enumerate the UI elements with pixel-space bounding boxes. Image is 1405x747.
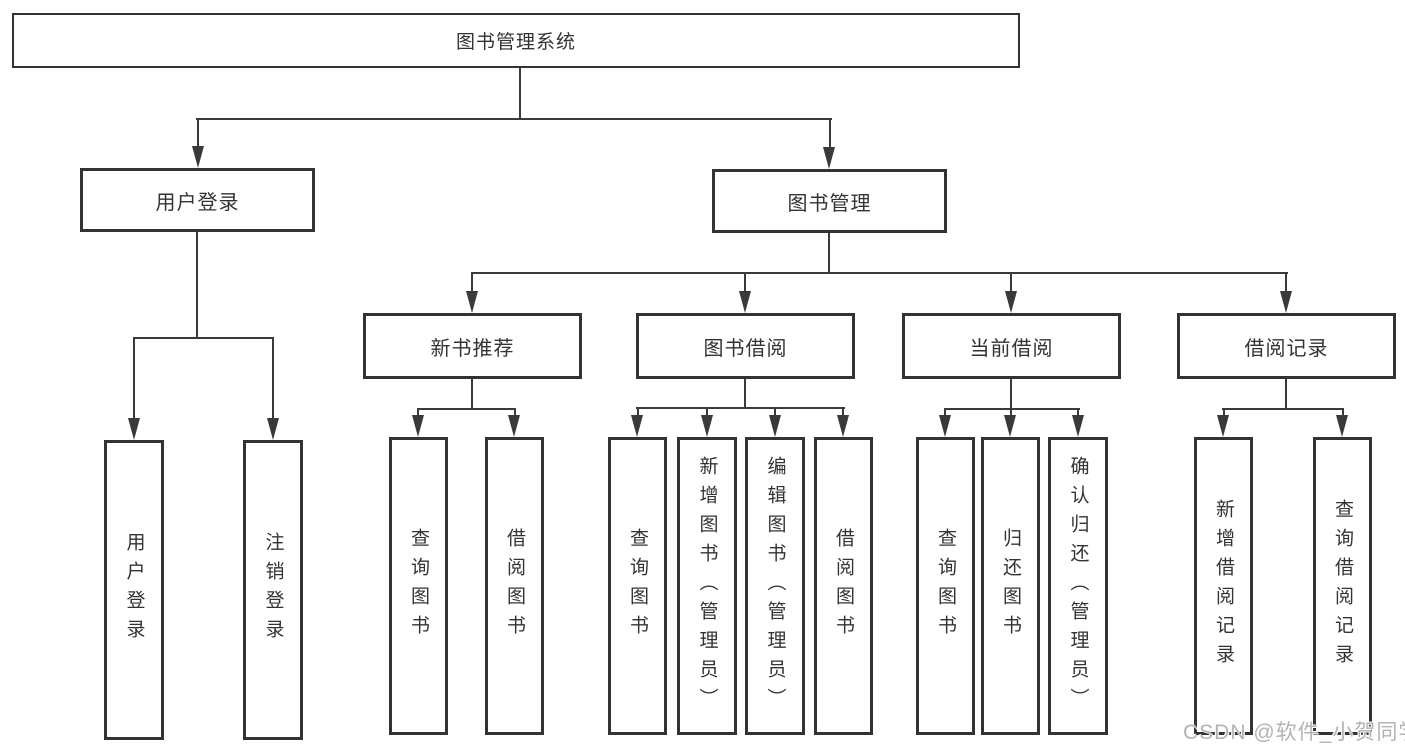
- arrow-down-icon: [769, 415, 781, 437]
- connector-line: [944, 408, 946, 418]
- node-current-borrowing: 当前借阅: [902, 313, 1121, 379]
- connector-line: [196, 118, 832, 120]
- connector-line: [637, 407, 639, 418]
- node-new-book-recommendation: 新书推荐: [363, 313, 582, 379]
- connector-line: [471, 272, 1288, 274]
- leaf-borrow-books-borrowing: 借阅图书: [814, 437, 873, 735]
- connector-line: [417, 408, 419, 418]
- connector-line: [829, 118, 831, 149]
- connector-line: [197, 118, 199, 148]
- leaf-query-books-current: 查询图书: [916, 437, 975, 735]
- connector-line: [828, 233, 830, 274]
- connector-line: [1285, 272, 1287, 293]
- leaf-add-borrow-record: 新增借阅记录: [1194, 437, 1253, 735]
- connector-line: [744, 379, 746, 409]
- arrow-down-icon: [192, 146, 204, 168]
- arrow-down-icon: [267, 418, 279, 440]
- connector-line: [133, 337, 274, 339]
- node-book-borrowing: 图书借阅: [636, 313, 855, 379]
- connector-line: [774, 407, 776, 418]
- arrow-down-icon: [823, 147, 835, 169]
- connector-line: [519, 68, 521, 120]
- connector-line: [1010, 379, 1012, 410]
- connector-line: [1010, 408, 1012, 418]
- arrow-down-icon: [128, 418, 140, 440]
- connector-line: [133, 337, 135, 420]
- leaf-logout: 注销登录: [243, 440, 303, 740]
- watermark-text: CSDN @软件_小贺同学: [1183, 721, 1405, 744]
- connector-line: [272, 337, 274, 420]
- node-borrowing-records: 借阅记录: [1177, 313, 1396, 379]
- connector-line: [471, 379, 473, 410]
- arrow-down-icon: [1336, 415, 1348, 437]
- arrow-down-icon: [412, 415, 424, 437]
- connector-line: [944, 408, 1080, 410]
- leaf-confirm-return-admin: 确认归还（管理员）: [1048, 437, 1108, 735]
- connector-line: [417, 408, 516, 410]
- connector-line: [1077, 408, 1079, 418]
- arrow-down-icon: [1005, 291, 1017, 313]
- leaf-user-login: 用户登录: [104, 440, 164, 740]
- node-user-login: 用户登录: [80, 168, 315, 232]
- arrow-down-icon: [739, 291, 751, 313]
- arrow-down-icon: [837, 415, 849, 437]
- leaf-return-books: 归还图书: [981, 437, 1040, 735]
- node-book-management: 图书管理: [712, 169, 947, 233]
- arrow-down-icon: [466, 291, 478, 313]
- connector-line: [471, 272, 473, 293]
- connector-line: [842, 407, 844, 418]
- arrow-down-icon: [701, 415, 713, 437]
- leaf-query-books-borrowing: 查询图书: [608, 437, 667, 735]
- arrow-down-icon: [1004, 415, 1016, 437]
- connector-line: [1223, 408, 1225, 418]
- arrow-down-icon: [1217, 415, 1229, 437]
- arrow-down-icon: [631, 415, 643, 437]
- leaf-edit-books-admin: 编辑图书（管理员）: [745, 437, 805, 735]
- connector-line: [514, 408, 516, 418]
- node-library-management-system: 图书管理系统: [12, 13, 1020, 68]
- leaf-borrow-books-recommend: 借阅图书: [485, 437, 544, 735]
- leaf-query-borrow-record: 查询借阅记录: [1313, 437, 1372, 735]
- connector-line: [636, 407, 845, 409]
- connector-line: [1285, 379, 1287, 410]
- leaf-query-books-recommend: 查询图书: [389, 437, 448, 735]
- leaf-add-books-admin: 新增图书（管理员）: [677, 437, 737, 735]
- arrow-down-icon: [1280, 291, 1292, 313]
- arrow-down-icon: [939, 415, 951, 437]
- connector-line: [196, 232, 198, 339]
- connector-line: [1342, 408, 1344, 418]
- connector-line: [744, 272, 746, 293]
- arrow-down-icon: [508, 415, 520, 437]
- arrow-down-icon: [1072, 415, 1084, 437]
- connector-line: [1222, 408, 1344, 410]
- connector-line: [1010, 272, 1012, 293]
- connector-line: [706, 407, 708, 418]
